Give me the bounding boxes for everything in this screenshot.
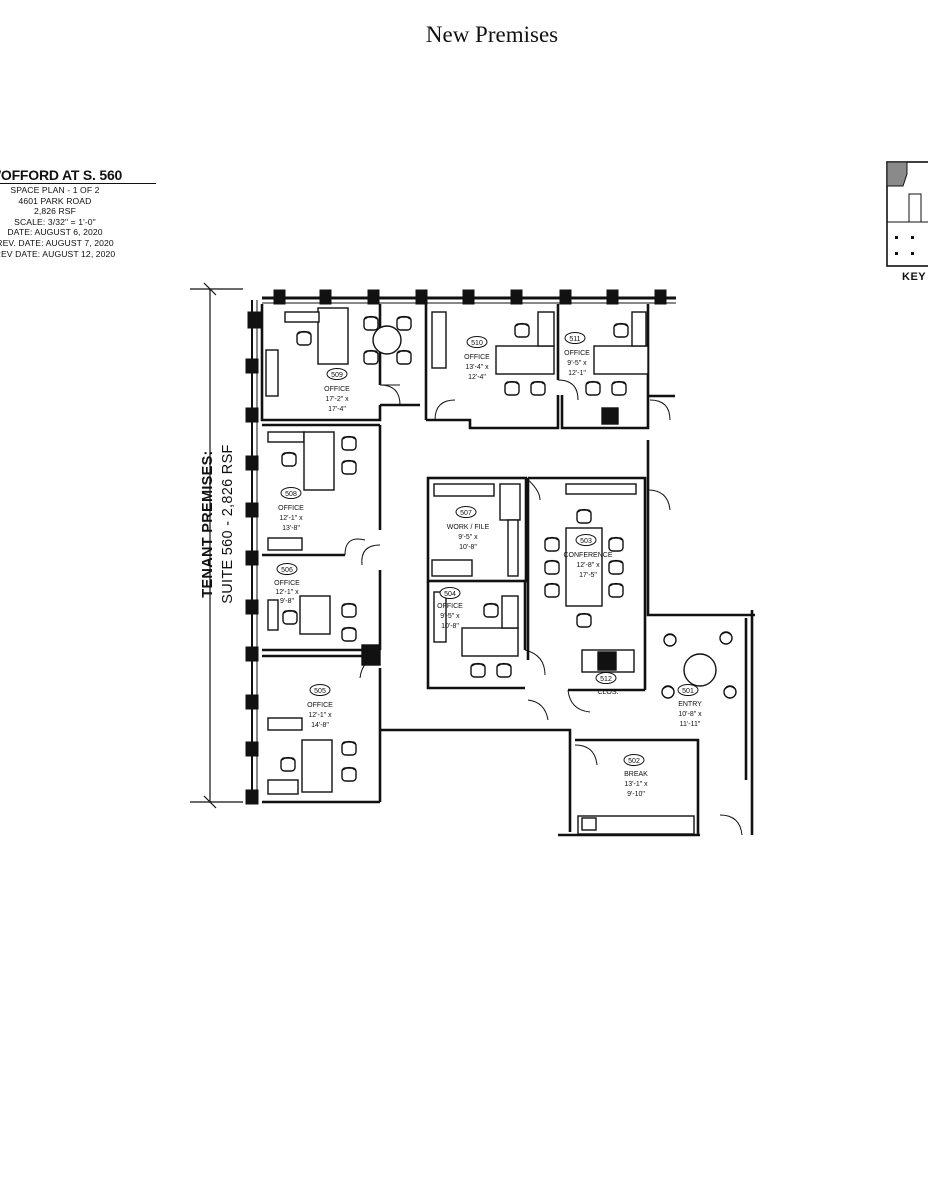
svg-text:505: 505 — [314, 688, 326, 695]
svg-text:502: 502 — [628, 758, 640, 765]
svg-text:508: 508 — [285, 491, 297, 498]
interior-walls — [260, 304, 755, 837]
svg-text:501: 501 — [682, 688, 694, 695]
premises-label-line1: TENANT PREMISES: — [200, 450, 216, 597]
svg-text:OFFICE: OFFICE — [437, 603, 463, 610]
room-label-509: 509 OFFICE 17'-2" x 17'-4" — [324, 368, 350, 413]
key-plan-label: KEY — [902, 271, 927, 283]
svg-text:14'-8": 14'-8" — [311, 722, 329, 729]
furniture — [265, 307, 737, 835]
svg-text:12'-1": 12'-1" — [568, 370, 586, 377]
title-block: WOFFORD AT S. 560 SPACE PLAN - 1 OF 2 46… — [0, 168, 156, 258]
svg-text:11'-11": 11'-11" — [680, 721, 701, 728]
svg-text:OFFICE: OFFICE — [324, 386, 350, 393]
room-label-505: 505 OFFICE 12'-1" x 14'-8" — [307, 684, 333, 729]
svg-text:12'-1" x: 12'-1" x — [279, 515, 303, 522]
title-line: REV DATE: AUGUST 12, 2020 — [0, 248, 116, 259]
room-label-504: 504 OFFICE 9'-5" x 10'-8" — [437, 587, 463, 630]
svg-text:12'-1" x: 12'-1" x — [308, 712, 332, 719]
svg-text:10'-8" x: 10'-8" x — [678, 711, 702, 718]
exterior-wall — [245, 289, 676, 805]
svg-text:9'-5" x: 9'-5" x — [567, 360, 587, 367]
svg-text:OFFICE: OFFICE — [464, 354, 490, 361]
room-label-503: 503 CONFERENCE 12'-8" x 17'-5" — [563, 534, 613, 579]
title-line: 4601 PARK ROAD — [18, 195, 92, 206]
room-label-506: 506 OFFICE 12'-1" x 9'-8" — [274, 563, 300, 605]
svg-text:509: 509 — [331, 372, 343, 379]
title-line: 2,826 RSF — [34, 206, 76, 217]
svg-text:OFFICE: OFFICE — [274, 580, 300, 587]
svg-text:506: 506 — [281, 567, 293, 574]
svg-text:ENTRY: ENTRY — [678, 701, 702, 708]
room-label-511: 511 OFFICE 9'-5" x 12'-1" — [564, 332, 590, 377]
premises-label: TENANT PREMISES: SUITE 560 - 2,826 RSF — [200, 444, 236, 603]
room-label-502: 502 BREAK 13'-1" x 9'-10" — [623, 754, 648, 798]
room-label-510: 510 OFFICE 13'-4" x 12'-4" — [464, 336, 490, 381]
room-label-501: 501 ENTRY 10'-8" x 11'-11" — [677, 684, 702, 728]
svg-text:13'-4" x: 13'-4" x — [465, 364, 489, 371]
door-swings — [344, 379, 743, 836]
svg-text:17'-5": 17'-5" — [579, 572, 597, 579]
svg-text:504: 504 — [444, 591, 456, 598]
svg-text:BREAK: BREAK — [624, 771, 648, 778]
svg-text:503: 503 — [580, 538, 592, 545]
title-line: DATE: AUGUST 6, 2020 — [7, 227, 103, 238]
svg-text:WORK / FILE: WORK / FILE — [447, 524, 490, 531]
page-title: New Premises — [425, 22, 559, 47]
svg-text:507: 507 — [460, 510, 472, 517]
svg-text:10'-8": 10'-8" — [459, 544, 477, 551]
svg-text:13'-8": 13'-8" — [282, 525, 300, 532]
svg-text:511: 511 — [569, 336, 580, 343]
svg-text:12'-4": 12'-4" — [468, 374, 486, 381]
svg-text:12'-8" x: 12'-8" x — [576, 562, 600, 569]
title-line: SPACE PLAN - 1 OF 2 — [10, 185, 100, 195]
svg-text:OFFICE: OFFICE — [307, 702, 333, 709]
svg-text:CONFERENCE: CONFERENCE — [563, 552, 612, 559]
svg-text:9'-5" x: 9'-5" x — [440, 613, 460, 620]
room-label-507: 507 WORK / FILE 9'-5" x 10'-8" — [447, 506, 490, 551]
project-name: WOFFORD AT S. 560 — [0, 168, 156, 184]
key-plan-thumbnail — [886, 161, 928, 267]
svg-text:CLOS.: CLOS. — [597, 689, 618, 696]
premises-label-line2: SUITE 560 - 2,826 RSF — [220, 444, 236, 603]
svg-text:17'-2" x: 17'-2" x — [325, 396, 349, 403]
dimension-line — [190, 282, 243, 809]
svg-text:512: 512 — [600, 676, 612, 683]
room-label-508: 508 OFFICE 12'-1" x 13'-8" — [278, 487, 304, 532]
svg-text:OFFICE: OFFICE — [564, 350, 590, 357]
svg-text:17'-4": 17'-4" — [328, 406, 346, 413]
title-line: REV. DATE: AUGUST 7, 2020 — [0, 237, 114, 248]
svg-text:9'-8": 9'-8" — [280, 598, 294, 605]
svg-text:10'-8": 10'-8" — [441, 623, 459, 630]
svg-text:12'-1" x: 12'-1" x — [275, 589, 299, 596]
svg-text:9'-5" x: 9'-5" x — [458, 534, 478, 541]
svg-text:9'-10": 9'-10" — [627, 791, 645, 798]
svg-text:OFFICE: OFFICE — [278, 505, 304, 512]
svg-text:13'-1" x: 13'-1" x — [624, 781, 648, 788]
title-line: SCALE: 3/32" = 1'-0" — [14, 216, 96, 227]
svg-text:510: 510 — [471, 340, 483, 347]
room-label-512: 512 CLOS. — [595, 672, 619, 696]
